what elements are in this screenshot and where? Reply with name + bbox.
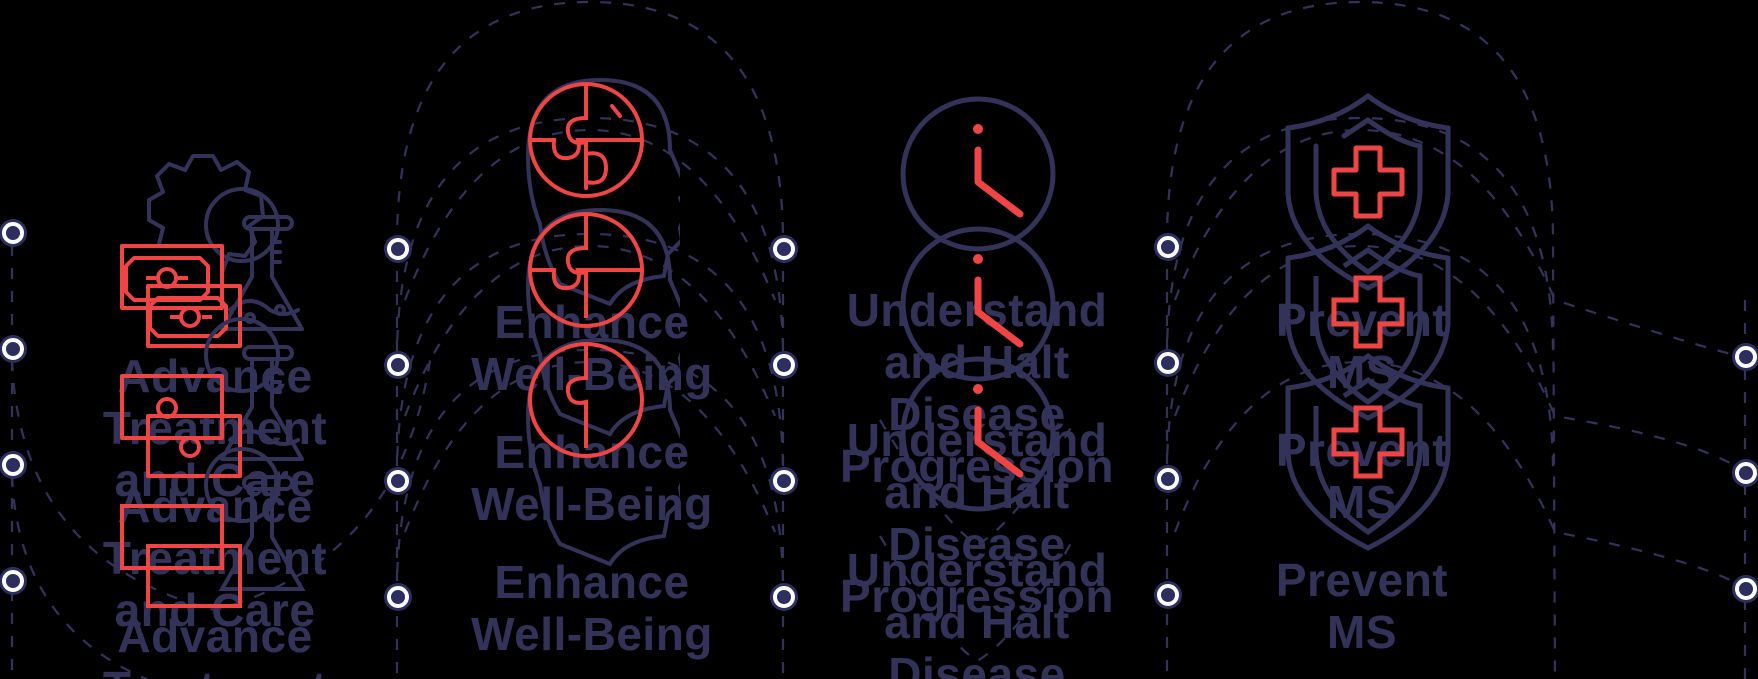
head-puzzle-brain-icon xyxy=(526,78,680,306)
pillar-label: Prevent MS xyxy=(1182,554,1542,658)
node-dot xyxy=(1157,468,1179,490)
node-dot xyxy=(2,454,24,476)
shield-medical-cross-icon xyxy=(1285,352,1451,551)
node-dot xyxy=(773,238,795,260)
label-line: Prevent xyxy=(1275,554,1449,606)
node-dot xyxy=(1157,584,1179,606)
label-line: Well-Being xyxy=(471,348,713,400)
pillar-layer-repeat: Advance Treatment and Care Enhance Well-… xyxy=(0,260,1758,679)
clock-icon xyxy=(900,356,1056,512)
node-dot xyxy=(387,470,409,492)
shield-medical-cross-icon xyxy=(1285,93,1451,291)
pillar-label: Enhance Well-Being xyxy=(412,556,772,660)
clock-icon xyxy=(900,96,1056,252)
node-dot xyxy=(387,238,409,260)
label-line: Advance xyxy=(117,610,313,662)
head-puzzle-brain-icon xyxy=(525,207,680,437)
money-gear-flask-icon xyxy=(120,317,304,478)
shield-medical-cross-icon xyxy=(1285,223,1451,421)
node-dot xyxy=(2,222,24,244)
node-dot xyxy=(1157,236,1179,258)
label-line: Disease xyxy=(888,648,1066,679)
label-line: Treatment xyxy=(102,532,328,584)
label-line: Well-Being xyxy=(471,478,713,530)
label-line: Disease xyxy=(888,518,1066,570)
money-gear-flask-icon xyxy=(120,154,304,348)
node-dot xyxy=(1735,462,1757,484)
label-line: Treatment xyxy=(35,662,395,679)
label-line: Progression xyxy=(840,440,1114,492)
label-line: Well-Being xyxy=(471,608,713,660)
pillar-label: Advance Treatment and Care xyxy=(35,610,395,679)
node-dot xyxy=(773,470,795,492)
money-gear-flask-icon xyxy=(120,447,306,608)
label-line: and Halt xyxy=(884,596,1070,648)
clock-icon xyxy=(900,226,1056,382)
node-dot xyxy=(773,354,795,376)
label-line: MS xyxy=(1327,606,1397,658)
label-line: Enhance xyxy=(494,556,690,608)
label-line: Progression xyxy=(840,570,1114,622)
node-dot xyxy=(1157,352,1179,374)
node-dot xyxy=(1735,346,1757,368)
node-dot xyxy=(387,354,409,376)
node-dot xyxy=(2,338,24,360)
node-dot xyxy=(387,586,409,608)
node-dot xyxy=(773,586,795,608)
node-dot xyxy=(1735,578,1757,600)
pillar-label: Understand and Halt Disease Progression xyxy=(797,544,1157,679)
head-puzzle-brain-icon xyxy=(525,337,680,567)
label-line: Understand xyxy=(846,544,1108,596)
node-dot xyxy=(2,570,24,592)
